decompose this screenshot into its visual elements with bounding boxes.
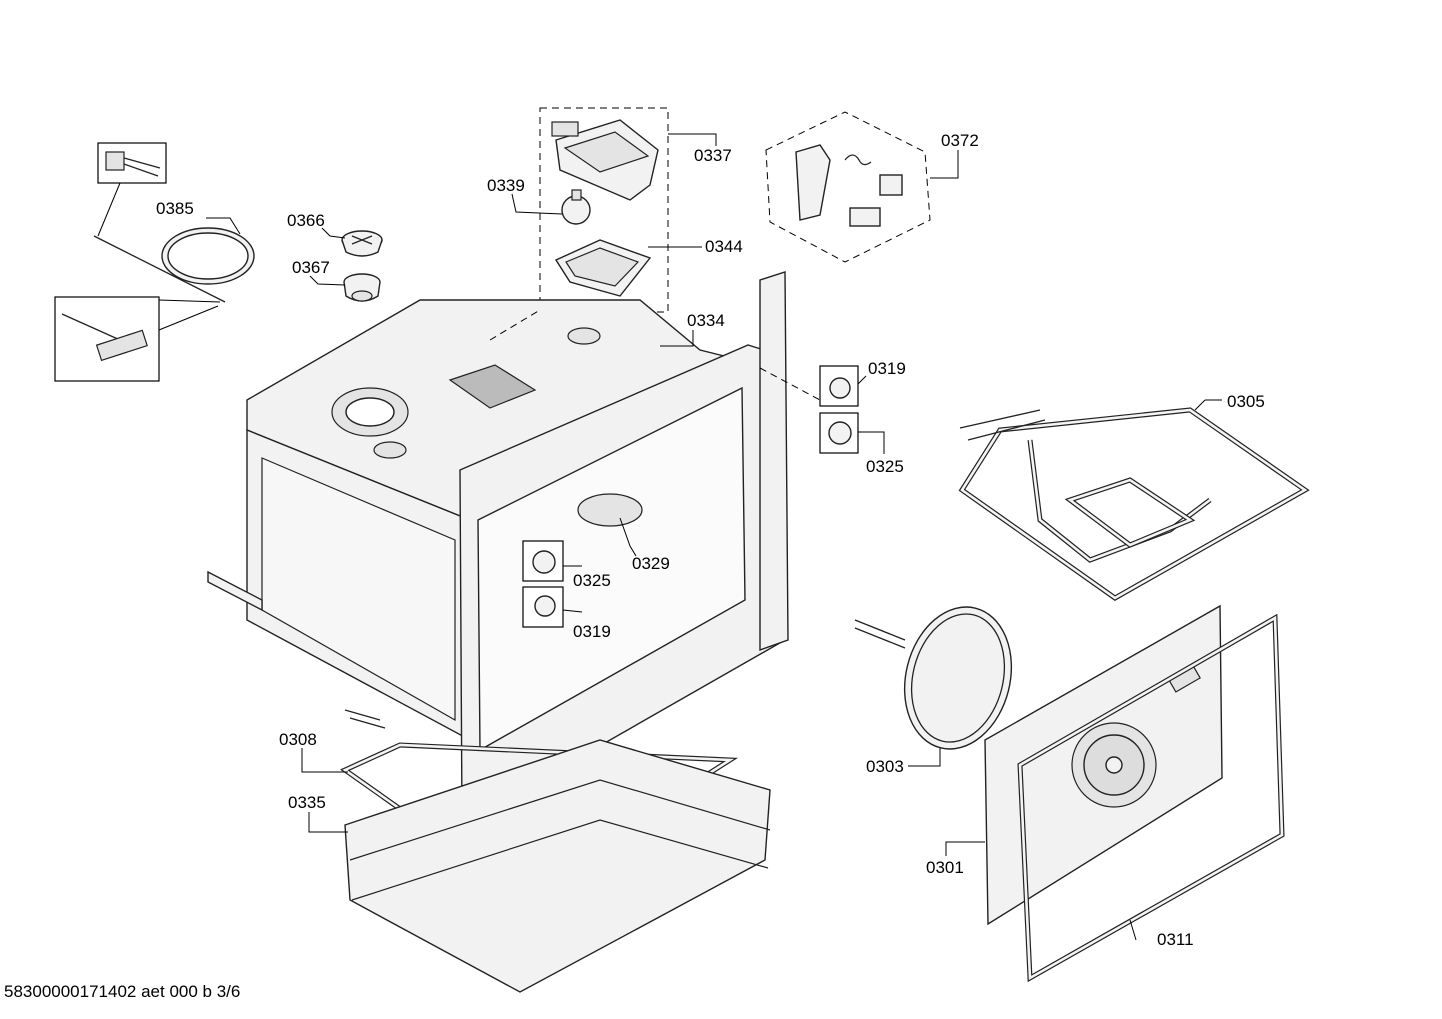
callout-0385: 0385 xyxy=(156,199,194,218)
lamp-cover-0319-lower[interactable] xyxy=(522,586,564,628)
callout-0311: 0311 xyxy=(1157,930,1194,949)
callout-0372: 0372 xyxy=(941,131,979,150)
callout-0325-upper: 0325 xyxy=(866,457,904,476)
callout-0301: 0301 xyxy=(926,858,964,877)
oven-lamp-assembly[interactable] xyxy=(539,107,669,313)
callout-0366: 0366 xyxy=(287,211,325,230)
callout-0337: 0337 xyxy=(694,146,732,165)
circular-heating-element[interactable] xyxy=(854,596,1026,761)
callout-0339: 0339 xyxy=(487,176,525,195)
callout-0335: 0335 xyxy=(288,793,326,812)
door-switch-kit[interactable] xyxy=(765,111,931,263)
fixing-part-0367[interactable] xyxy=(343,273,381,302)
callout-0305: 0305 xyxy=(1227,392,1265,411)
callout-0344: 0344 xyxy=(705,237,743,256)
lamp-cover-0319-upper[interactable] xyxy=(819,365,859,407)
callout-0319-lower: 0319 xyxy=(573,622,611,641)
fixing-part-0366[interactable] xyxy=(341,230,383,257)
callout-0319-upper: 0319 xyxy=(868,359,906,378)
callout-0308: 0308 xyxy=(279,730,317,749)
lamp-cover-0325-lower[interactable] xyxy=(522,540,564,582)
insulation-mat[interactable] xyxy=(344,739,771,993)
temperature-sensor-part[interactable] xyxy=(54,142,255,382)
oven-cavity-main[interactable] xyxy=(207,271,821,821)
top-grill-heater[interactable] xyxy=(958,407,1310,601)
lamp-cover-0325-upper[interactable] xyxy=(819,412,859,454)
callout-0325-lower: 0325 xyxy=(573,571,611,590)
callout-0303: 0303 xyxy=(866,757,904,776)
door-seal-gasket[interactable] xyxy=(1017,613,1285,983)
document-code: 58300000171402 aet 000 b 3/6 xyxy=(4,982,240,1001)
callout-0334: 0334 xyxy=(687,311,725,330)
callout-0367: 0367 xyxy=(292,258,330,277)
leader-lines xyxy=(206,133,1222,941)
callout-0329: 0329 xyxy=(632,554,670,573)
